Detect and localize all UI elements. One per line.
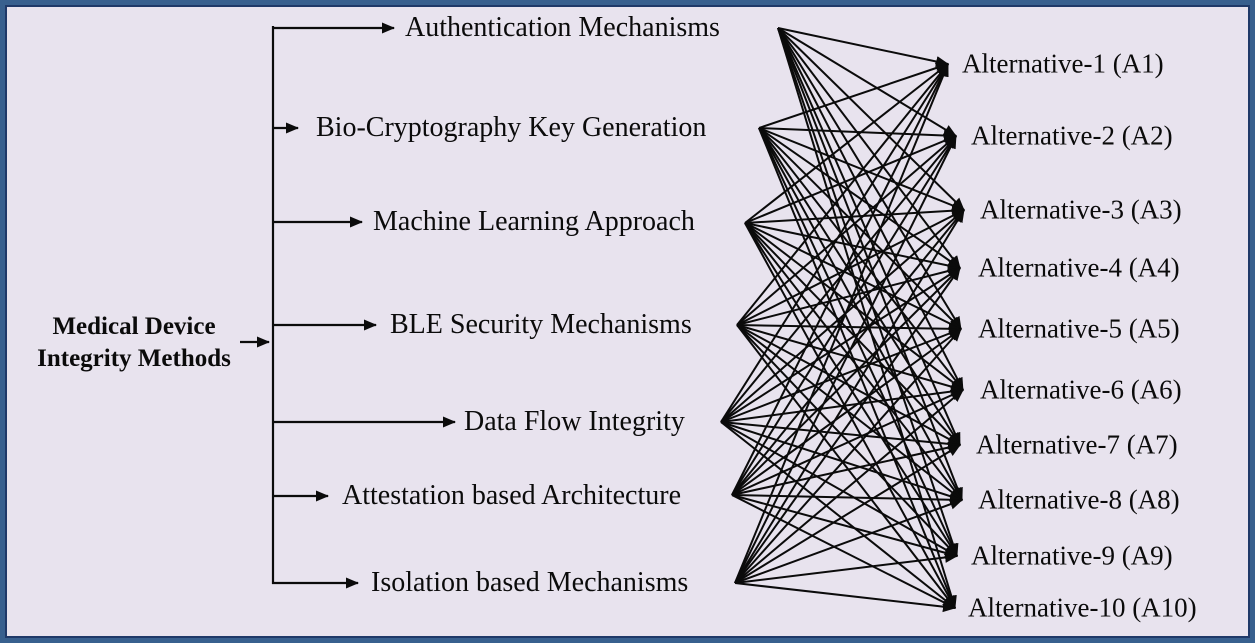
connection-line-m3-a1 bbox=[744, 63, 949, 224]
connection-line-m6-a6 bbox=[731, 389, 964, 496]
connection-line-m2-a1 bbox=[758, 62, 949, 129]
connection-line-m4-a1 bbox=[736, 63, 949, 326]
connection-line-m2-a5 bbox=[758, 127, 962, 330]
method-label-5: Data Flow Integrity bbox=[464, 406, 685, 437]
connection-line-m3-a3 bbox=[744, 205, 965, 224]
connection-line-m7-a9 bbox=[734, 551, 958, 584]
connection-line-m1-a3 bbox=[777, 27, 965, 211]
alternative-label-9: Alternative-9 (A9) bbox=[971, 540, 1173, 571]
connection-line-m7-a4 bbox=[734, 267, 961, 584]
connection-line-m7-a7 bbox=[734, 444, 961, 584]
connection-line-m7-a8 bbox=[734, 498, 963, 584]
alternative-label-6: Alternative-6 (A6) bbox=[980, 374, 1182, 405]
alternative-label-10: Alternative-10 (A10) bbox=[968, 592, 1197, 623]
connection-line-m5-a5 bbox=[720, 328, 962, 423]
method-label-4: BLE Security Mechanisms bbox=[390, 309, 692, 340]
connection-line-m7-a6 bbox=[734, 389, 964, 584]
connection-line-m1-a5 bbox=[777, 27, 962, 330]
root-label-line1: Medical Device bbox=[52, 313, 216, 340]
root-label: Medical Device Integrity Methods bbox=[16, 311, 252, 375]
method-label-1: Authentication Mechanisms bbox=[405, 12, 720, 43]
connection-line-m5-a3 bbox=[720, 209, 965, 423]
connection-line-m6-a8 bbox=[731, 494, 963, 506]
alternative-label-5: Alternative-5 (A5) bbox=[978, 313, 1180, 344]
alternative-label-8: Alternative-8 (A8) bbox=[978, 484, 1180, 515]
connection-line-m1-a1 bbox=[777, 27, 949, 67]
connection-line-m5-a7 bbox=[720, 421, 961, 450]
alternative-label-2: Alternative-2 (A2) bbox=[971, 120, 1173, 151]
connection-line-m6-a9 bbox=[731, 494, 958, 559]
alternative-label-4: Alternative-4 (A4) bbox=[978, 252, 1180, 283]
connection-line-m6-a10 bbox=[731, 494, 956, 609]
connection-line-m5-a4 bbox=[720, 267, 961, 423]
connection-line-m2-a7 bbox=[758, 127, 961, 446]
connection-line-m1-a8 bbox=[777, 27, 963, 501]
connection-line-m3-a2 bbox=[744, 135, 957, 224]
connection-line-m2-a6 bbox=[758, 127, 964, 391]
connection-line-m4-a3 bbox=[736, 209, 965, 326]
root-label-line2: Integrity Methods bbox=[37, 345, 231, 372]
connection-line-m6-a5 bbox=[731, 328, 962, 496]
connection-line-m5-a9 bbox=[720, 421, 958, 557]
method-label-2: Bio-Cryptography Key Generation bbox=[316, 112, 707, 143]
method-label-3: Machine Learning Approach bbox=[373, 206, 695, 237]
method-label-7: Isolation based Mechanisms bbox=[371, 567, 689, 598]
connection-line-m2-a10 bbox=[758, 127, 956, 609]
connection-line-m5-a2 bbox=[720, 135, 957, 423]
connection-line-m7-a5 bbox=[734, 328, 962, 584]
connection-line-m4-a6 bbox=[736, 324, 964, 392]
connection-line-m2-a9 bbox=[758, 127, 958, 557]
connection-line-m2-a2 bbox=[758, 127, 957, 142]
connection-line-m3-a5 bbox=[744, 222, 962, 330]
connection-line-m3-a9 bbox=[744, 222, 958, 557]
connection-line-m6-a1 bbox=[731, 63, 949, 496]
connection-line-m5-a1 bbox=[720, 63, 949, 423]
connection-line-m4-a5 bbox=[736, 323, 962, 335]
connection-line-m1-a4 bbox=[777, 27, 961, 269]
alternative-label-1: Alternative-1 (A1) bbox=[962, 48, 1164, 79]
connection-line-m4-a9 bbox=[736, 324, 958, 557]
connection-line-m2-a4 bbox=[758, 127, 961, 269]
connection-line-m6-a4 bbox=[731, 267, 961, 496]
connection-line-m7-a1 bbox=[734, 63, 949, 584]
connection-line-m7-a2 bbox=[734, 135, 957, 584]
method-label-6: Attestation based Architecture bbox=[342, 480, 681, 511]
alternative-label-3: Alternative-3 (A3) bbox=[980, 194, 1182, 225]
connection-line-m5-a10 bbox=[720, 421, 956, 609]
connection-line-m2-a8 bbox=[758, 127, 963, 501]
connection-line-m5-a6 bbox=[720, 386, 964, 423]
connection-line-m7-a3 bbox=[734, 209, 965, 584]
connection-line-m7-a10 bbox=[734, 582, 956, 613]
connection-line-m6-a7 bbox=[731, 442, 961, 496]
alternative-label-7: Alternative-7 (A7) bbox=[976, 429, 1178, 460]
connection-line-m4-a2 bbox=[736, 135, 957, 326]
connection-line-m4-a8 bbox=[736, 324, 963, 501]
connection-line-m2-a3 bbox=[758, 127, 965, 211]
